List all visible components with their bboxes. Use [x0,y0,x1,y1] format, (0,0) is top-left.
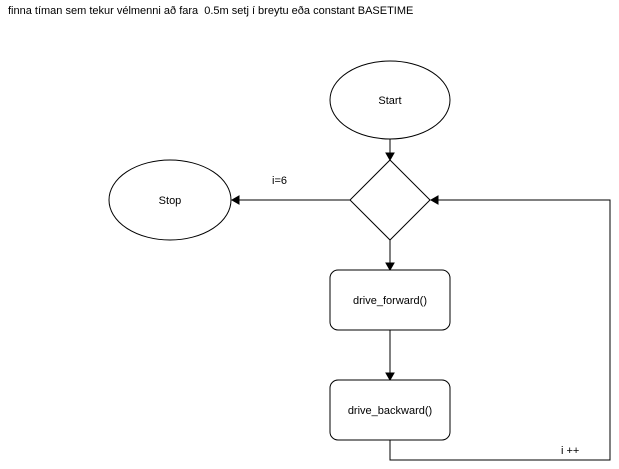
drive-backward-node: drive_backward() [329,379,451,441]
drive-backward-label: drive_backward() [348,405,432,417]
description-text: finna tíman sem tekur vélmenni að fara 0… [8,5,413,17]
stop-label: Stop [159,195,182,207]
edge-decision-to-forward [385,240,395,272]
edge-decision-to-stop: i=6 [230,175,350,205]
edge-forward-to-backward [385,330,395,382]
drive-forward-node: drive_forward() [329,269,451,331]
start-label: Start [378,95,401,107]
decision-node [349,159,431,241]
edge-label-i-equals-6: i=6 [272,175,287,187]
stop-node: Stop [108,159,232,241]
edge-label-i-increment: i ++ [561,445,579,457]
drive-forward-label: drive_forward() [353,295,427,307]
edge-loop-back: i ++ [389,195,611,461]
start-node: Start [329,60,451,140]
